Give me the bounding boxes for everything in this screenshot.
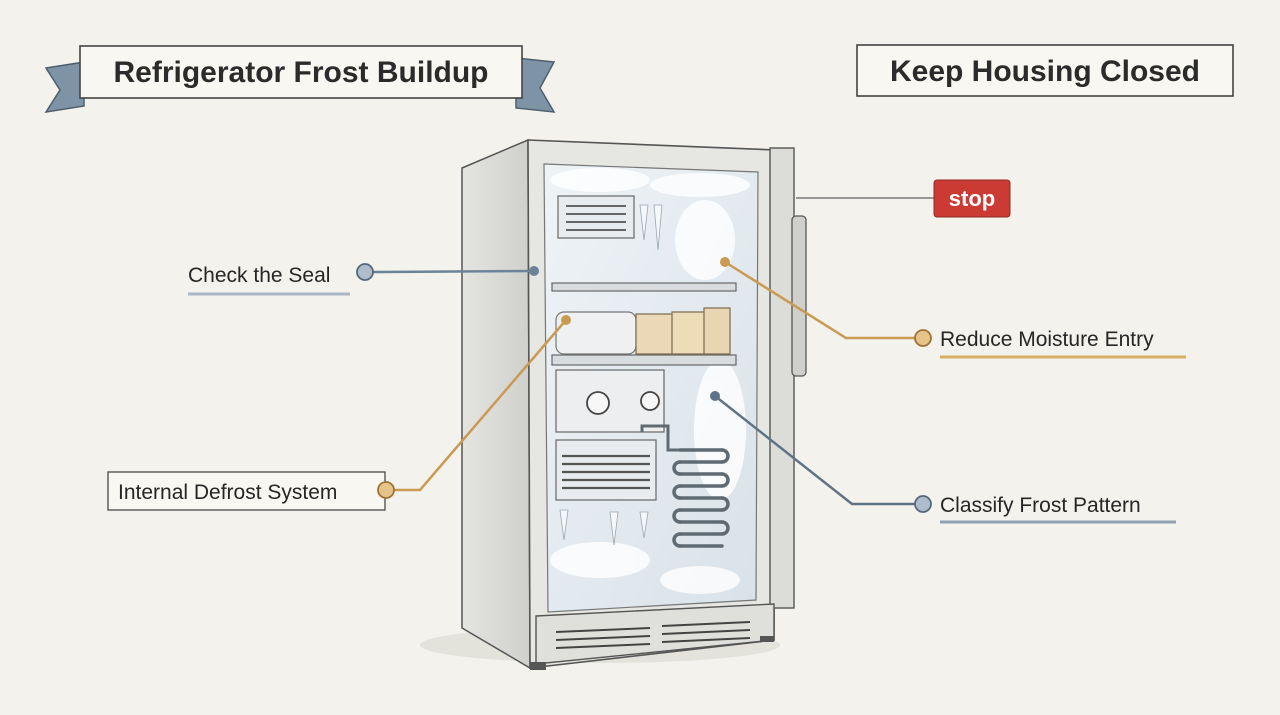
internal-defrost-leader <box>393 319 567 492</box>
reduce-moisture-dot <box>914 329 932 347</box>
stop-callout: stop <box>796 179 1011 218</box>
check-seal-label: Check the Seal <box>188 264 330 287</box>
classify-frost-leader <box>714 395 916 506</box>
callout-check-seal: Check the Seal <box>188 263 539 296</box>
lower-shelf <box>551 354 737 366</box>
defrost-dial <box>640 391 660 411</box>
top-vent <box>557 195 635 239</box>
stop-badge <box>933 179 1011 218</box>
callout-classify-frost: Classify Frost Pattern <box>710 391 1176 524</box>
classify-frost-label: Classify Frost Pattern <box>940 494 1141 517</box>
coil-pipe <box>640 424 680 452</box>
housing-header: Keep Housing Closed <box>856 44 1234 97</box>
banner-box <box>79 45 523 99</box>
stop-text: stop <box>949 186 995 211</box>
callout-internal-defrost: Internal Defrost System <box>107 315 571 511</box>
reduce-moisture-label: Reduce Moisture Entry <box>940 328 1154 351</box>
callout-reduce-moisture: Reduce Moisture Entry <box>720 257 1186 359</box>
fridge-foot-right <box>760 636 774 642</box>
housing-header-text: Keep Housing Closed <box>890 55 1200 88</box>
fridge-foot-left <box>530 662 546 670</box>
thermostat-dial <box>586 391 610 415</box>
title-banner: Refrigerator Frost Buildup <box>44 45 556 114</box>
page-title: Refrigerator Frost Buildup <box>113 56 488 89</box>
food-packages <box>555 307 731 355</box>
frost-clusters <box>550 168 750 594</box>
reduce-moisture-leader <box>724 260 916 340</box>
internal-defrost-dot <box>377 481 395 499</box>
internal-defrost-box <box>107 471 386 511</box>
fridge-side-panel <box>461 138 531 670</box>
housing-header-box <box>856 44 1234 97</box>
refrigerator-illustration <box>420 138 807 670</box>
internal-defrost-label: Internal Defrost System <box>118 481 337 504</box>
reduce-moisture-end <box>720 257 730 267</box>
check-seal-end <box>529 266 539 276</box>
internal-defrost-end <box>561 315 571 325</box>
banner-ribbon-left <box>44 61 85 114</box>
lower-vent <box>555 439 657 501</box>
classify-frost-dot <box>914 495 932 513</box>
upper-shelf <box>551 282 737 292</box>
door-handle <box>791 215 807 377</box>
classify-frost-end <box>710 391 720 401</box>
check-seal-dot <box>356 263 374 281</box>
evaporator-coil <box>672 448 730 548</box>
icicles <box>559 204 663 546</box>
fridge-door-edge <box>769 147 795 609</box>
check-seal-leader <box>371 269 535 274</box>
